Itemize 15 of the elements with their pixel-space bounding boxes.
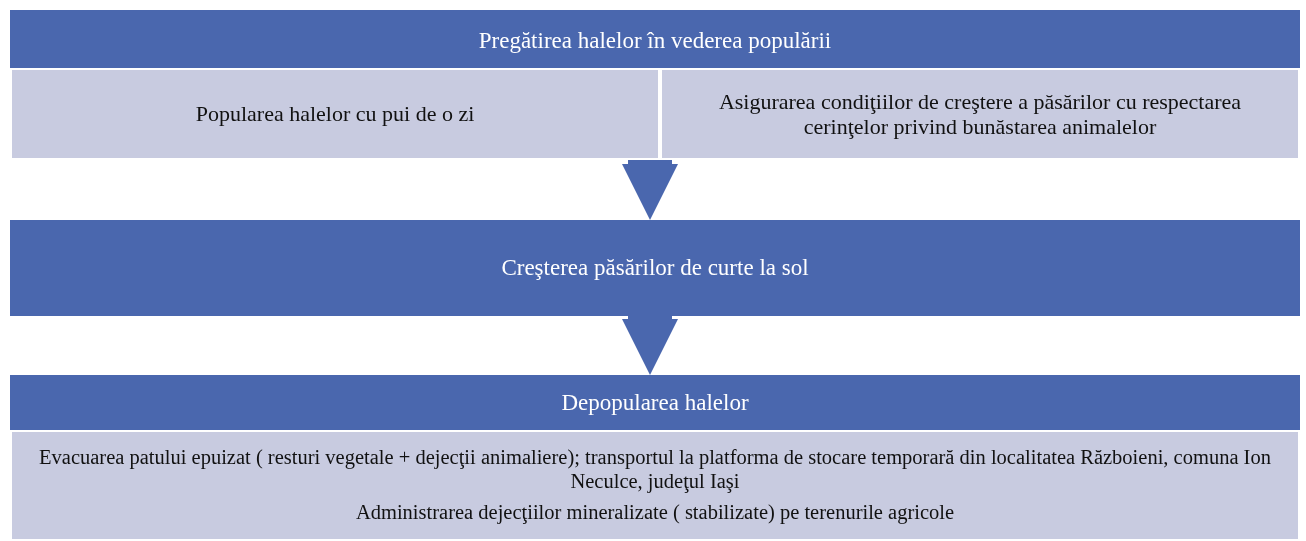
- step-heading: Creşterea păsărilor de curte la sol: [501, 255, 809, 281]
- step-text: Asigurarea condiţiilor de creştere a păsărilor cu respectarea cerinţelor privind bunăstarea animalelor: [717, 88, 1243, 140]
- step-box: [10, 68, 660, 160]
- process-band: [10, 10, 1300, 160]
- step-text: Popularea halelor cu pui de o zi: [195, 101, 475, 127]
- process-band: [10, 375, 1300, 541]
- block-arrow: [622, 316, 678, 375]
- step-box: [10, 430, 1300, 541]
- step-heading: Depopularea halelor: [561, 390, 749, 416]
- process-band: [10, 220, 1300, 316]
- step-box: [660, 68, 1300, 160]
- step-text: Evacuarea patului epuizat ( resturi vegetale + dejecţii animaliere); transportul la platforma de stocare temporară din localitatea Războieni, comuna Ion Neculce, judeţul Iaşi: [38, 446, 1272, 494]
- block-arrow: [622, 160, 678, 220]
- step-text: Administrarea dejecţiilor mineralizate ( stabilizate) pe terenurile agricole: [355, 501, 955, 525]
- step-heading: Pregătirea halelor în vederea populării: [478, 28, 832, 54]
